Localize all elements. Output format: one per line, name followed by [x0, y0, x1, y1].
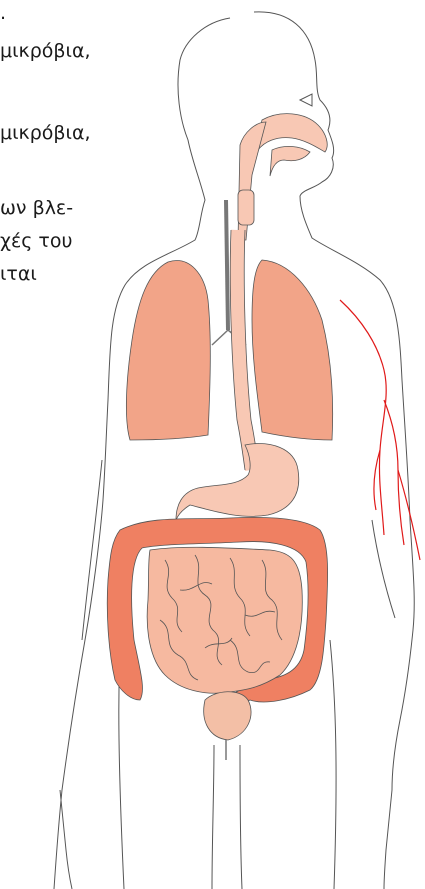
left-lung [126, 261, 210, 440]
upper-digestive-tract [238, 114, 327, 240]
bladder [204, 692, 251, 740]
right-lung [252, 260, 333, 440]
lungs [126, 260, 332, 440]
eye-icon [300, 94, 312, 106]
trachea [226, 200, 228, 330]
arm-nerve [340, 300, 420, 560]
stomach [176, 444, 299, 520]
body-silhouette [54, 12, 414, 889]
small-intestine [147, 547, 302, 693]
